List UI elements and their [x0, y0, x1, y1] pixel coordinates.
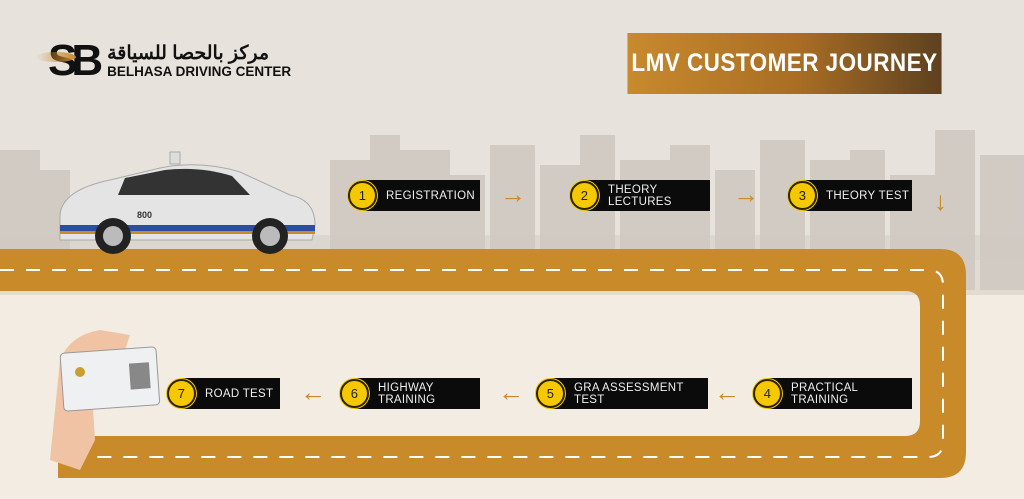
- logo-english: BELHASA DRIVING CENTER: [107, 63, 292, 79]
- step-number: 6: [340, 379, 369, 408]
- taxi-car-image: [59, 151, 316, 254]
- step-highway-training: 6 HIGHWAY TRAINING: [340, 378, 480, 409]
- step-theory-lectures: 2 THEORY LECTURES: [570, 180, 710, 211]
- step-label: PRACTICAL TRAINING: [791, 381, 858, 406]
- arrow-down-icon: →: [930, 190, 960, 216]
- arrow-left-icon: ←: [300, 377, 326, 407]
- step-gra-assessment-test: 5 GRA ASSESSMENT TEST: [536, 378, 708, 409]
- step-practical-training: 4 PRACTICAL TRAINING: [753, 378, 912, 409]
- step-theory-test: 3 THEORY TEST: [788, 180, 912, 211]
- step-label: REGISTRATION: [386, 189, 476, 202]
- belhasa-logo: SB مركز بالحصا للسياقة BELHASA DRIVING C…: [36, 36, 292, 86]
- car-phone-number: 800: [137, 210, 153, 220]
- step-road-test: 7 ROAD TEST: [167, 378, 280, 409]
- road: [0, 249, 966, 478]
- arrow-right-icon: →: [500, 179, 526, 209]
- hand-holding-license-image: [50, 330, 161, 470]
- step-registration: 1 REGISTRATION: [348, 180, 480, 211]
- step-label: THEORY LECTURES: [608, 183, 672, 208]
- step-number: 5: [536, 379, 565, 408]
- arrow-right-icon: →: [733, 179, 759, 209]
- page-title: LMV CUSTOMER JOURNEY: [627, 33, 942, 94]
- step-label: ROAD TEST: [205, 387, 274, 400]
- step-label: THEORY TEST: [826, 189, 910, 202]
- arrow-left-icon: ←: [498, 377, 524, 407]
- step-number: 2: [570, 181, 599, 210]
- step-number: 1: [348, 181, 377, 210]
- logo-arabic: مركز بالحصا للسياقة: [107, 42, 270, 64]
- step-label: GRA ASSESSMENT TEST: [574, 381, 684, 406]
- logo-mark: SB: [36, 36, 103, 86]
- step-number: 7: [167, 379, 196, 408]
- arrow-left-icon: ←: [714, 377, 740, 407]
- step-number: 4: [753, 379, 782, 408]
- step-number: 3: [788, 181, 817, 210]
- step-label: HIGHWAY TRAINING: [378, 381, 436, 406]
